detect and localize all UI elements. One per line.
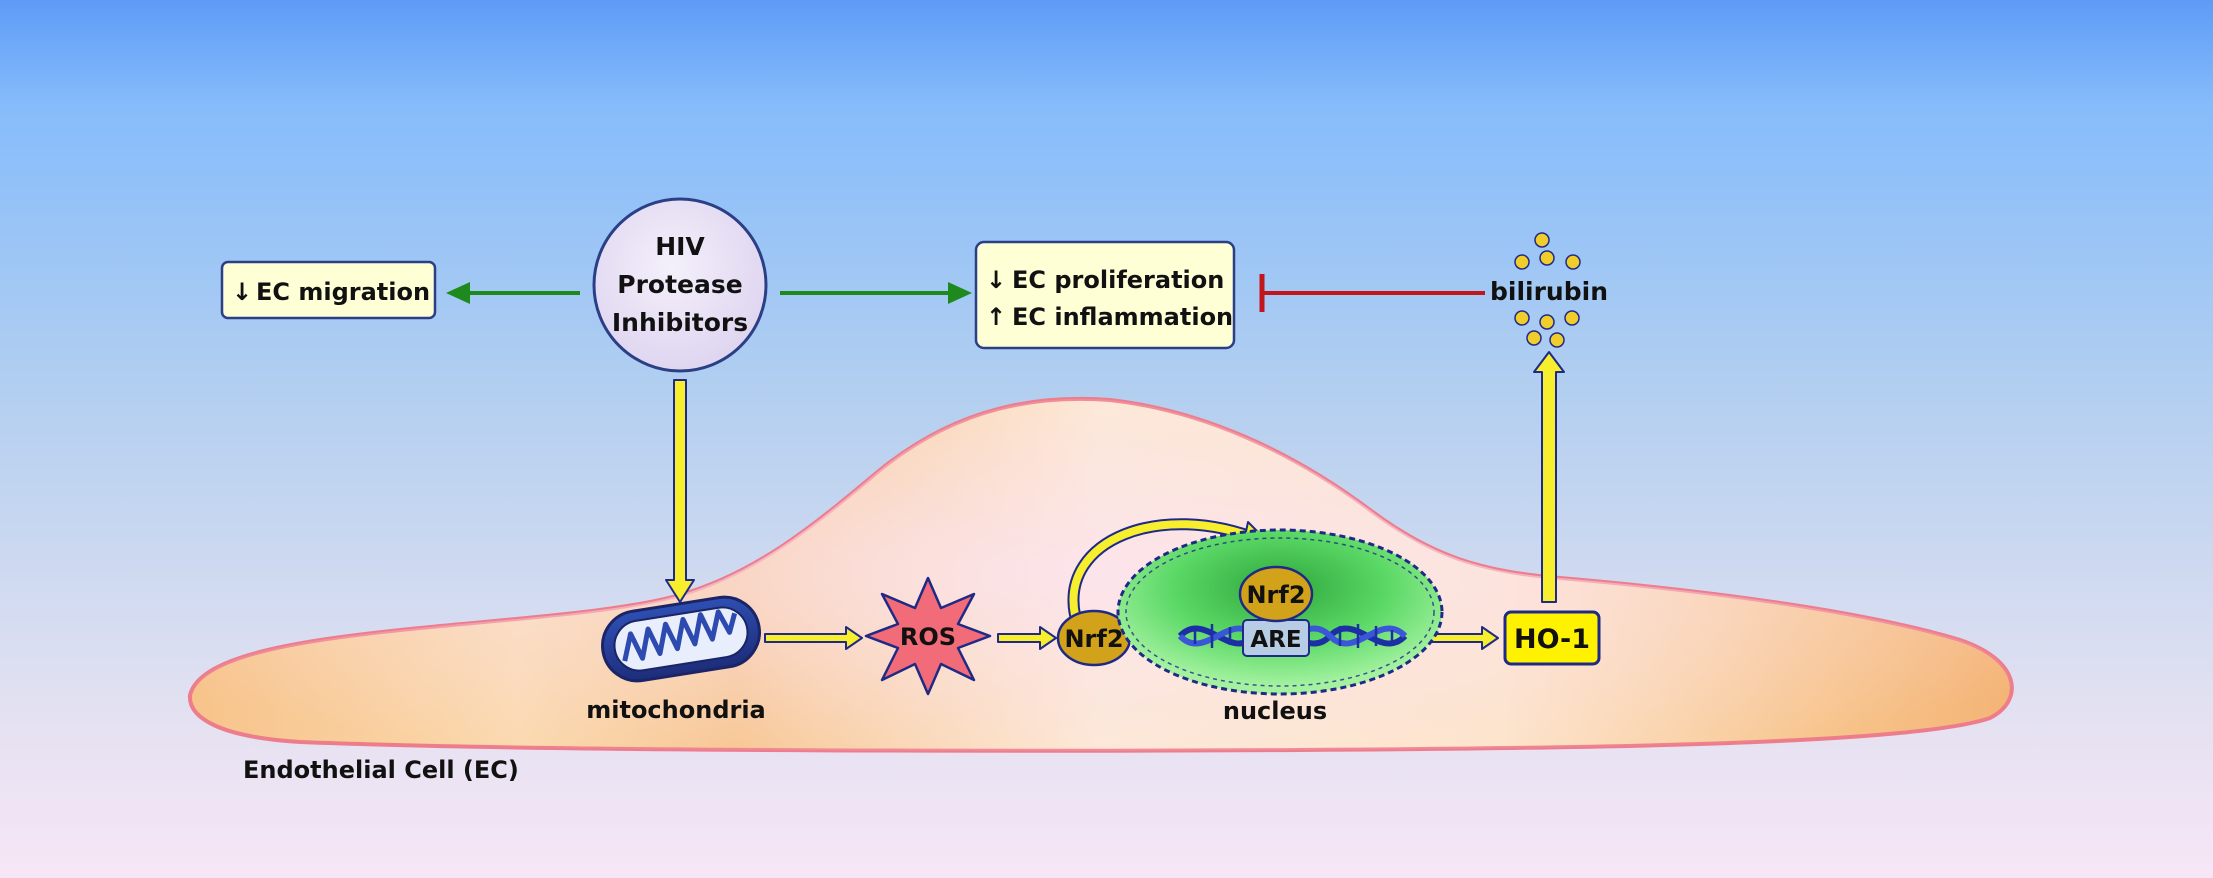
- nrf2-cytoplasm-node: Nrf2: [1056, 609, 1132, 667]
- inflammation-up-arrow: ↑: [986, 303, 1006, 331]
- arrow-ros-to-nrf2: [997, 626, 1057, 650]
- arrow-mitochondria-to-ros: [764, 626, 863, 650]
- proliferation-label: EC proliferation: [1012, 266, 1224, 294]
- hiv-protease-inhibitors-node: HIV Protease Inhibitors: [592, 197, 768, 373]
- ho1-label: HO-1: [1514, 624, 1590, 655]
- nrf2-nucleus-node: Nrf2: [1238, 565, 1314, 623]
- ros-starburst: ROS: [864, 576, 992, 696]
- nucleus-label: nucleus: [1223, 697, 1327, 725]
- are-element: ARE: [1242, 619, 1310, 657]
- arrow-ho1-to-bilirubin: [1533, 351, 1565, 603]
- hiv-label-line3: Inhibitors: [612, 308, 748, 337]
- inhibition-bilirubin-to-effects: [1259, 274, 1485, 312]
- migration-label: EC migration: [256, 278, 430, 306]
- are-label: ARE: [1250, 627, 1301, 653]
- nrf2-nucleus-label: Nrf2: [1246, 581, 1305, 609]
- mitochondria-label: mitochondria: [586, 696, 766, 724]
- inflammation-label: EC inflammation: [1012, 303, 1233, 331]
- migration-down-arrow: ↓: [232, 278, 252, 306]
- arrow-hiv-to-migration: [446, 282, 580, 304]
- hiv-label-line2: Protease: [617, 270, 742, 299]
- ho1-node: HO-1: [1503, 610, 1601, 666]
- arrow-hiv-to-effects: [780, 282, 972, 304]
- bilirubin-molecules: [1514, 232, 1581, 348]
- hiv-label-line1: HIV: [655, 232, 705, 261]
- cell-label: Endothelial Cell (EC): [243, 756, 519, 784]
- bilirubin-label: bilirubin: [1490, 277, 1608, 306]
- ec-effects-box: ↓ EC proliferation ↑ EC inflammation: [974, 240, 1236, 350]
- proliferation-down-arrow: ↓: [986, 266, 1006, 294]
- nrf2-cytoplasm-label: Nrf2: [1064, 625, 1123, 653]
- ros-label: ROS: [900, 623, 956, 651]
- mitochondria-icon: [601, 595, 761, 683]
- ec-migration-box: ↓ EC migration: [220, 260, 437, 320]
- bilirubin-node: bilirubin: [1490, 232, 1608, 348]
- arrow-hiv-to-mitochondria: [665, 379, 695, 603]
